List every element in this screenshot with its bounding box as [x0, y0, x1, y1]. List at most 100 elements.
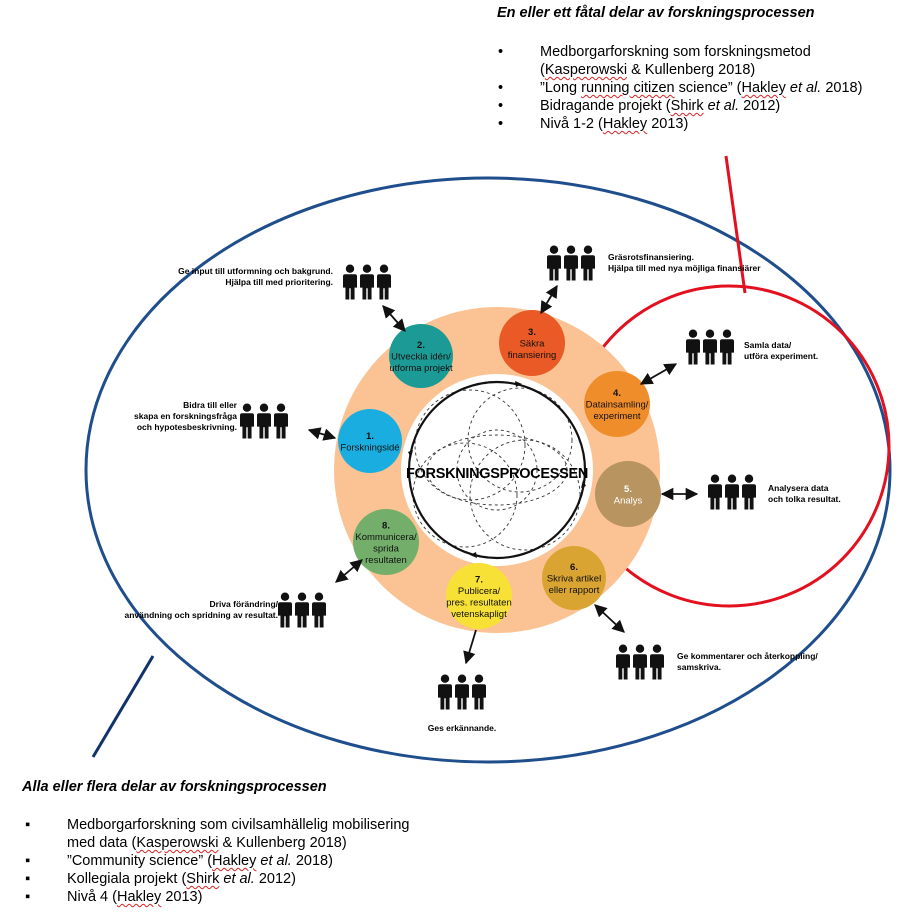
person-icon	[257, 403, 271, 439]
role-text: utföra experiment.	[744, 351, 818, 361]
outer-ellipse	[84, 176, 892, 764]
connector-arrow	[382, 305, 406, 332]
person-icon	[686, 329, 700, 365]
process-step-label: vetenskapligt	[451, 609, 507, 620]
process-step-number: 3.	[528, 327, 536, 338]
list-item-text: ”Community science” (	[67, 853, 213, 869]
process-step-number: 4.	[613, 388, 621, 399]
person-icon	[295, 592, 309, 628]
list-item-text: (	[540, 62, 545, 78]
person-icon	[742, 474, 756, 510]
role-text: Ge kommentarer och återkoppling/	[677, 651, 818, 661]
top-list: Medborgarforskning som forskningsmetod (K…	[498, 43, 898, 133]
process-step-circle	[338, 409, 402, 473]
list-item-text: Medborgarforskning som forskningsmetod	[540, 44, 811, 60]
center-loops	[412, 387, 581, 551]
process-step-number: 1.	[366, 431, 374, 442]
role-description: Ge kommentarer och återkoppling/samskriv…	[677, 651, 818, 672]
connector-arrow	[540, 284, 558, 315]
process-step-number: 2.	[417, 340, 425, 351]
process-step-label: Kommunicera/	[355, 532, 417, 543]
role-text: användning och spridning av resultat.	[125, 610, 279, 620]
connector-arrow	[307, 427, 337, 441]
highlight-circle-pointer	[724, 155, 747, 294]
connector-arrow	[463, 629, 477, 665]
person-icon	[240, 403, 254, 439]
list-item: Medborgarforskning som forskningsmetod (K…	[498, 43, 898, 79]
person-icon	[274, 403, 288, 439]
list-item: ”Long running citizen science” (Hakley e…	[498, 79, 898, 97]
process-step-5: 5.Analys	[595, 461, 661, 527]
center-circle-arrows	[408, 381, 586, 558]
list-item-text: 2012)	[254, 871, 296, 887]
people-group-icon	[616, 644, 664, 680]
person-icon	[278, 592, 292, 628]
process-step-number: 7.	[475, 574, 483, 585]
role-text: och hypotesbeskrivning.	[137, 422, 237, 432]
list-item-text: Kasperowski	[544, 62, 628, 78]
person-icon	[581, 245, 595, 281]
list-item-text: Nivå 4 (	[67, 889, 117, 905]
list-item-text: Nivå 1-2 (	[540, 116, 603, 132]
process-step-1: 1.Forskningsidé	[338, 409, 402, 473]
process-step-label: eller rapport	[549, 585, 600, 596]
role-text: Hjälpa till med prioritering.	[225, 277, 333, 287]
person-icon	[360, 264, 374, 300]
person-icon	[708, 474, 722, 510]
connector-arrow	[639, 363, 678, 385]
process-step-label: Skriva artikel	[547, 574, 601, 585]
list-item-text: et al.	[223, 871, 255, 887]
role-description: Gräsrotsfinansiering.Hjälpa till med nya…	[608, 252, 761, 273]
process-step-label: sprida	[373, 543, 400, 554]
center-title: FORSKNINGSPROCESSEN	[406, 466, 588, 482]
list-item-text: 2018)	[291, 853, 333, 869]
person-icon	[547, 245, 561, 281]
role-description: Driva förändring/användning och spridnin…	[125, 599, 279, 620]
role-text: Driva förändring/	[210, 599, 279, 609]
process-step-label: resultaten	[365, 555, 407, 566]
process-step-label: Utveckla idén/	[391, 352, 451, 363]
list-item-text: et al.	[707, 98, 740, 114]
process-ring-inner	[401, 374, 593, 566]
role-description: Ges erkännande.	[428, 723, 497, 733]
process-step-label: Analys	[614, 495, 643, 506]
list-item-text: 2013)	[647, 116, 689, 132]
list-item-text: & Kullenberg 2018)	[627, 62, 756, 78]
list-item-text: ”Long	[540, 80, 582, 96]
role-text: samskriva.	[677, 662, 721, 672]
process-step-2: 2.Utveckla idén/utforma projekt	[389, 324, 453, 388]
person-icon	[703, 329, 717, 365]
role-text: skapa en forskningsfråga	[134, 411, 237, 421]
list-item-text: Medborgarforskning som civilsamhällelig …	[67, 817, 410, 833]
process-step-circle	[595, 461, 661, 527]
outer-ellipse-pointer	[91, 655, 155, 758]
center-circle	[407, 380, 587, 560]
list-item: Medborgarforskning som civilsamhällelig …	[25, 816, 445, 852]
process-step-label: Datainsamling/	[586, 400, 649, 411]
bottom-list: Medborgarforskning som civilsamhällelig …	[25, 816, 445, 906]
process-step-number: 6.	[570, 562, 578, 573]
process-step-label: experiment	[594, 411, 641, 422]
list-item-text: Hakley	[741, 80, 786, 96]
process-step-label: Publicera/	[458, 586, 501, 597]
process-step-label: finansiering	[508, 350, 557, 361]
process-step-4: 4.Datainsamling/experiment	[584, 371, 650, 437]
people-group-icon	[686, 329, 734, 365]
person-icon	[472, 674, 486, 710]
list-item-text: med data (	[67, 835, 137, 851]
list-item-text: et al.	[789, 80, 822, 96]
person-icon	[312, 592, 326, 628]
list-item: Bidragande projekt (Shirk et al. 2012)	[498, 97, 898, 115]
person-icon	[633, 644, 647, 680]
role-text: och tolka resultat.	[768, 494, 841, 504]
list-item-text: Hakley	[212, 853, 257, 869]
person-icon	[650, 644, 664, 680]
role-text: Ge input till utformning och bakgrund.	[178, 266, 333, 276]
role-text: Hjälpa till med nya möjliga finansiärer	[608, 263, 761, 273]
process-step-label: Forskningsidé	[340, 442, 399, 453]
process-step-circle	[446, 563, 512, 629]
